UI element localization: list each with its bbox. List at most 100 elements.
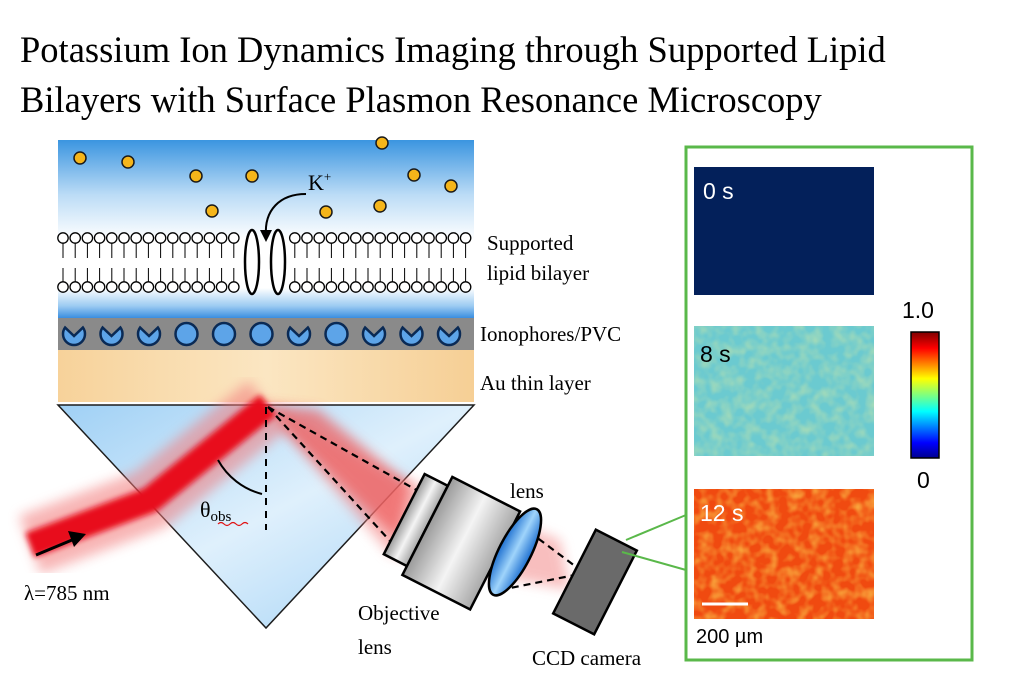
tube-lens xyxy=(487,507,543,597)
theta-label: θobs xyxy=(200,497,232,525)
frame-connector-bottom xyxy=(621,551,687,571)
lipid-head xyxy=(288,281,301,293)
ionophore xyxy=(174,321,199,347)
potassium-ion xyxy=(407,168,421,182)
lipid-head xyxy=(81,281,94,293)
lipid-head xyxy=(69,232,82,244)
camera-label: CCD camera xyxy=(532,646,642,670)
scale-bar-label: 200 µm xyxy=(696,626,763,648)
lens-label: lens xyxy=(510,479,544,503)
lipid-head xyxy=(398,281,411,293)
lipid-head xyxy=(325,232,338,244)
ionophore xyxy=(99,325,124,347)
image-panel-8s: 8 s xyxy=(694,326,874,456)
lipid-head xyxy=(142,232,155,244)
lipid-head xyxy=(386,281,399,293)
ionophore xyxy=(324,321,349,347)
potassium-ion xyxy=(319,205,333,219)
lipid-head xyxy=(435,232,448,244)
beam-direction-arrow xyxy=(35,538,73,557)
lipid-head xyxy=(313,281,326,293)
ionophore xyxy=(361,325,387,347)
lipid-head xyxy=(105,232,118,244)
lipid-head xyxy=(203,232,216,244)
potassium-ions xyxy=(73,136,458,219)
lipid-head xyxy=(57,232,69,244)
ionophores-label: Ionophores/PVC xyxy=(480,322,621,346)
lipid-head xyxy=(130,232,143,244)
lipid-head xyxy=(179,232,191,244)
lipid-head xyxy=(337,281,350,293)
lipid-head xyxy=(227,281,240,293)
lipid-head xyxy=(215,232,228,244)
potassium-ion xyxy=(444,179,458,193)
ionophore xyxy=(286,325,312,347)
ion-arrow xyxy=(264,193,307,237)
lipid-head xyxy=(118,281,130,293)
bilayer-label-1: Supported xyxy=(487,231,574,255)
lipid-head xyxy=(362,281,374,293)
objective-lens xyxy=(382,472,522,612)
lipid-head xyxy=(166,281,179,293)
lipid-head xyxy=(459,281,472,293)
ion-arrow-head xyxy=(260,230,272,242)
lipid-head xyxy=(203,281,216,293)
lipid-head xyxy=(118,232,130,244)
lipid-head xyxy=(374,281,387,293)
lipid-head xyxy=(93,281,106,293)
lipid-head xyxy=(410,281,423,293)
lipid-bilayer xyxy=(57,232,472,293)
ionophore xyxy=(399,325,424,347)
lipid-head xyxy=(447,232,460,244)
potassium-ion xyxy=(373,199,387,213)
potassium-ion xyxy=(205,204,219,218)
lipid-head xyxy=(154,232,167,244)
lipid-head xyxy=(313,232,326,244)
objective-label-2: lens xyxy=(358,635,392,659)
colorbar xyxy=(910,331,940,459)
lipid-head xyxy=(191,232,204,244)
lipid-head xyxy=(105,281,118,293)
lipid-head xyxy=(423,232,435,244)
title-line-2: Bilayers with Surface Plasmon Resonance … xyxy=(20,79,823,120)
wavelength-label: λ=785 nm xyxy=(24,581,110,605)
ionophores xyxy=(61,321,462,347)
image-panel-0s: 0 s xyxy=(694,167,874,295)
ionophore xyxy=(136,325,162,347)
potassium-ion xyxy=(73,151,87,165)
lipid-head xyxy=(301,281,313,293)
au-thin-layer xyxy=(58,350,474,402)
lipid-head xyxy=(447,281,460,293)
lipid-head xyxy=(81,232,94,244)
lipid-head xyxy=(362,232,374,244)
panel-time-12s: 12 s xyxy=(700,500,743,526)
lipid-head xyxy=(410,232,423,244)
lipid-head xyxy=(423,281,435,293)
lipid-head xyxy=(57,281,69,293)
au-layer-label: Au thin layer xyxy=(480,371,591,395)
spell-underline xyxy=(217,521,249,527)
ion-channel xyxy=(243,228,287,296)
ion-label: K+ xyxy=(308,169,331,195)
beam-arrow-head xyxy=(68,531,86,547)
angle-arc xyxy=(217,459,263,495)
potassium-ion xyxy=(121,155,135,169)
colorbar-max-label: 1.0 xyxy=(902,297,934,323)
lipid-head xyxy=(130,281,143,293)
lipid-head xyxy=(337,232,350,244)
lipid-head xyxy=(435,281,448,293)
lipid-head xyxy=(386,232,399,244)
lipid-head xyxy=(325,281,338,293)
ionophore xyxy=(211,321,237,347)
incident-beam xyxy=(19,380,288,575)
lipid-head xyxy=(191,281,204,293)
ionophore xyxy=(436,325,462,347)
bilayer-label-2: lipid bilayer xyxy=(487,261,589,285)
lipid-head xyxy=(93,232,106,244)
lipid-head xyxy=(69,281,82,293)
title-line-1: Potassium Ion Dynamics Imaging through S… xyxy=(20,29,886,70)
ionophore xyxy=(61,325,87,347)
lipid-head xyxy=(227,232,240,244)
lipid-head xyxy=(374,232,387,244)
